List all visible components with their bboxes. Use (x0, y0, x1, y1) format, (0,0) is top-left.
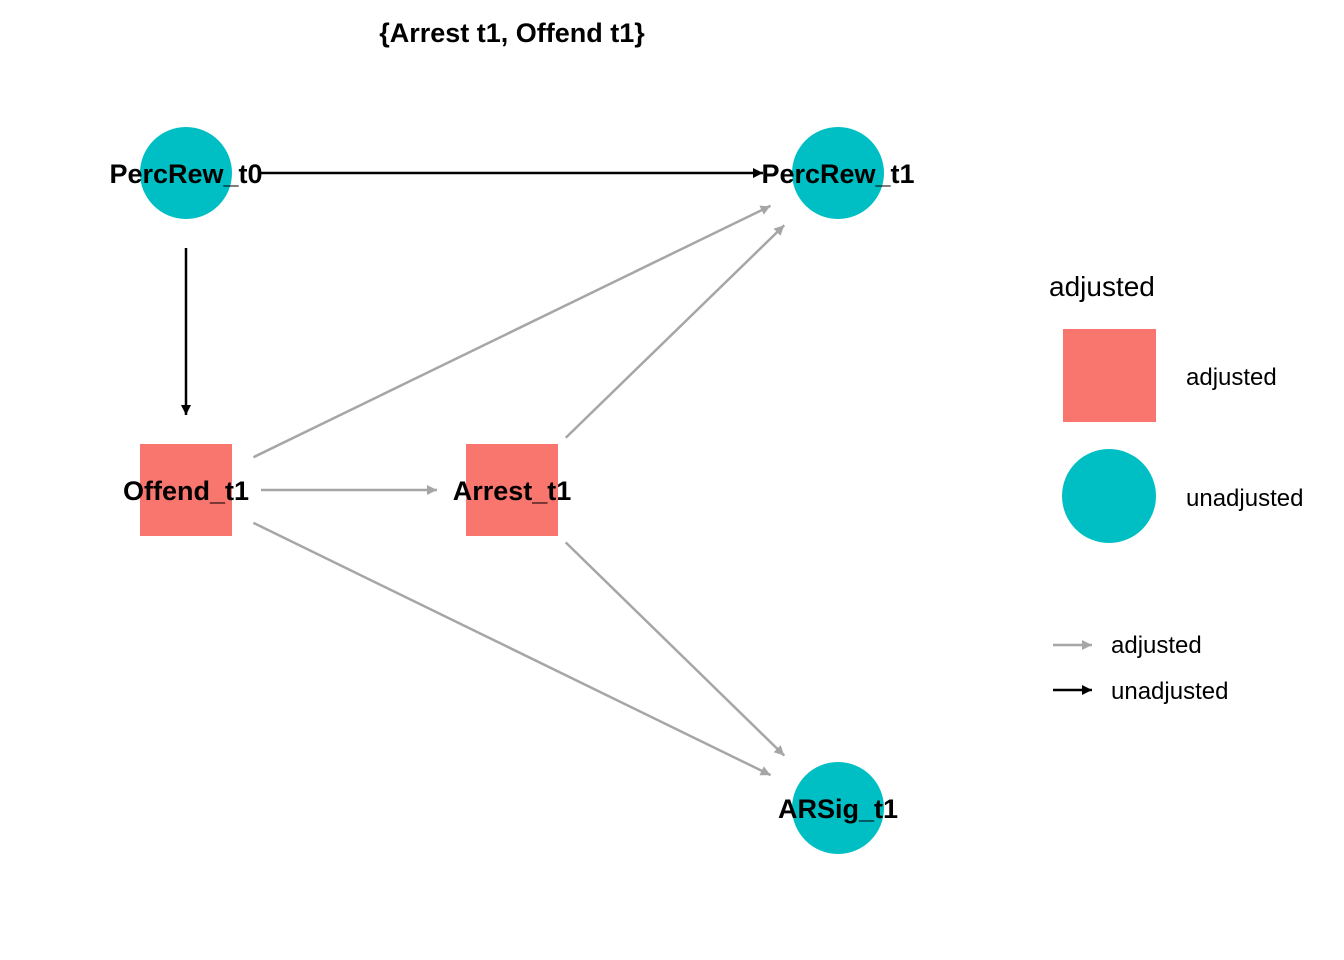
node-PercRew_t0 (140, 127, 232, 219)
node-label-ARSig_t1: ARSig_t1 (778, 794, 898, 824)
legend-edge-item-unadjusted: unadjusted (1111, 678, 1228, 705)
edges-layer (181, 168, 786, 777)
legend-edge-item-adjusted: adjusted (1111, 632, 1202, 659)
node-label-Offend_t1: Offend_t1 (123, 476, 249, 506)
node-PercRew_t1 (792, 127, 884, 219)
node-label-PercRew_t1: PercRew_t1 (761, 159, 914, 189)
edge-Offend_t1-to-PercRew_t1 (252, 204, 772, 459)
node-Offend_t1 (140, 444, 232, 536)
nodes-layer (140, 127, 884, 854)
legend-adjusted-square-icon (1063, 329, 1156, 422)
legend-unadjusted-circle-icon (1062, 449, 1156, 543)
node-ARSig_t1 (792, 762, 884, 854)
legend-node-item-adjusted: adjusted (1186, 364, 1277, 391)
legend: adjusted adjusted unadjusted adjusted un… (1049, 271, 1303, 705)
edge-Arrest_t1-to-PercRew_t1 (564, 224, 786, 439)
node-label-Arrest_t1: Arrest_t1 (453, 476, 572, 506)
edge-Offend_t1-to-ARSig_t1 (252, 521, 772, 777)
legend-node-item-unadjusted: unadjusted (1186, 485, 1303, 512)
legend-node-title: adjusted (1049, 271, 1155, 302)
edge-Arrest_t1-to-ARSig_t1 (564, 541, 786, 757)
node-label-PercRew_t0: PercRew_t0 (109, 159, 262, 189)
diagram-title: {Arrest t1, Offend t1} (379, 18, 645, 48)
node-Arrest_t1 (466, 444, 558, 536)
